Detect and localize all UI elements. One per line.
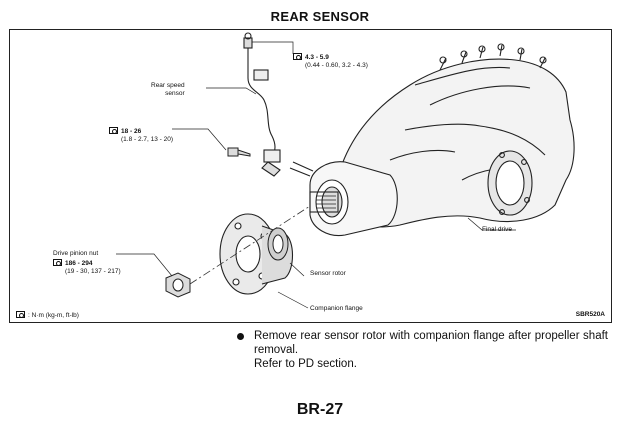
assembly-axis-line — [189, 205, 311, 285]
companion-flange-label: Companion flange — [310, 305, 363, 312]
pinion-nut-torque-value: 186 - 294 — [65, 260, 93, 267]
page-title: REAR SENSOR — [270, 9, 370, 24]
torque-wrench-icon — [109, 127, 118, 134]
rear-sensor-figure: 4.3 - 5.9 (0.44 - 0.60, 3.2 - 4.3) Rear … — [9, 29, 612, 323]
rear-speed-sensor-label-line2: sensor — [165, 90, 185, 97]
torque-wrench-icon — [293, 53, 302, 60]
bullet-icon — [237, 333, 244, 340]
rear-speed-sensor — [243, 32, 281, 177]
torque-wrench-icon — [53, 259, 62, 266]
sensor-rotor-label: Sensor rotor — [310, 270, 346, 277]
companion-flange-part — [219, 213, 294, 295]
sensor-bolt-torque-units: (1.8 - 2.7, 13 - 20) — [121, 136, 174, 143]
figure-code: SBR520A — [575, 311, 605, 318]
drive-pinion-nut-part — [165, 272, 191, 298]
leader-lines — [116, 41, 516, 309]
torque-wrench-icon — [16, 311, 25, 318]
drive-pinion-nut-label: Drive pinion nut — [53, 250, 99, 257]
exploded-view-drawing — [116, 32, 575, 309]
sensor-mount-torque-value: 4.3 - 5.9 — [305, 54, 329, 61]
sensor-mount-torque-units: (0.44 - 0.60, 3.2 - 4.3) — [305, 62, 368, 69]
instruction-text: Remove rear sensor rotor with companion … — [254, 330, 608, 356]
sensor-bolt — [227, 147, 251, 157]
pinion-nut-torque-units: (19 - 30, 137 - 217) — [65, 268, 121, 275]
sensor-bolt-torque-value: 18 - 26 — [121, 128, 142, 135]
rear-speed-sensor-label: Rear speed sensor — [151, 82, 185, 98]
instruction-block: Remove rear sensor rotor with companion … — [237, 329, 608, 371]
page-number: BR-27 — [296, 401, 344, 418]
pinion-nut-torque-label: 186 - 294 (19 - 30, 137 - 217) — [53, 259, 121, 276]
final-drive-label: Final drive — [482, 226, 512, 233]
sensor-rotor-part — [267, 227, 289, 261]
final-drive-housing — [289, 43, 575, 237]
sensor-bolt-torque-label: 18 - 26 (1.8 - 2.7, 13 - 20) — [109, 127, 173, 144]
sensor-mount-torque-label: 4.3 - 5.9 (0.44 - 0.60, 3.2 - 4.3) — [293, 53, 368, 70]
rear-speed-sensor-label-line1: Rear speed — [151, 82, 185, 89]
instruction-reference: Refer to PD section. — [254, 358, 357, 370]
units-legend-text: : N·m (kg-m, ft-lb) — [28, 312, 79, 319]
units-legend: : N·m (kg-m, ft-lb) — [16, 311, 79, 320]
